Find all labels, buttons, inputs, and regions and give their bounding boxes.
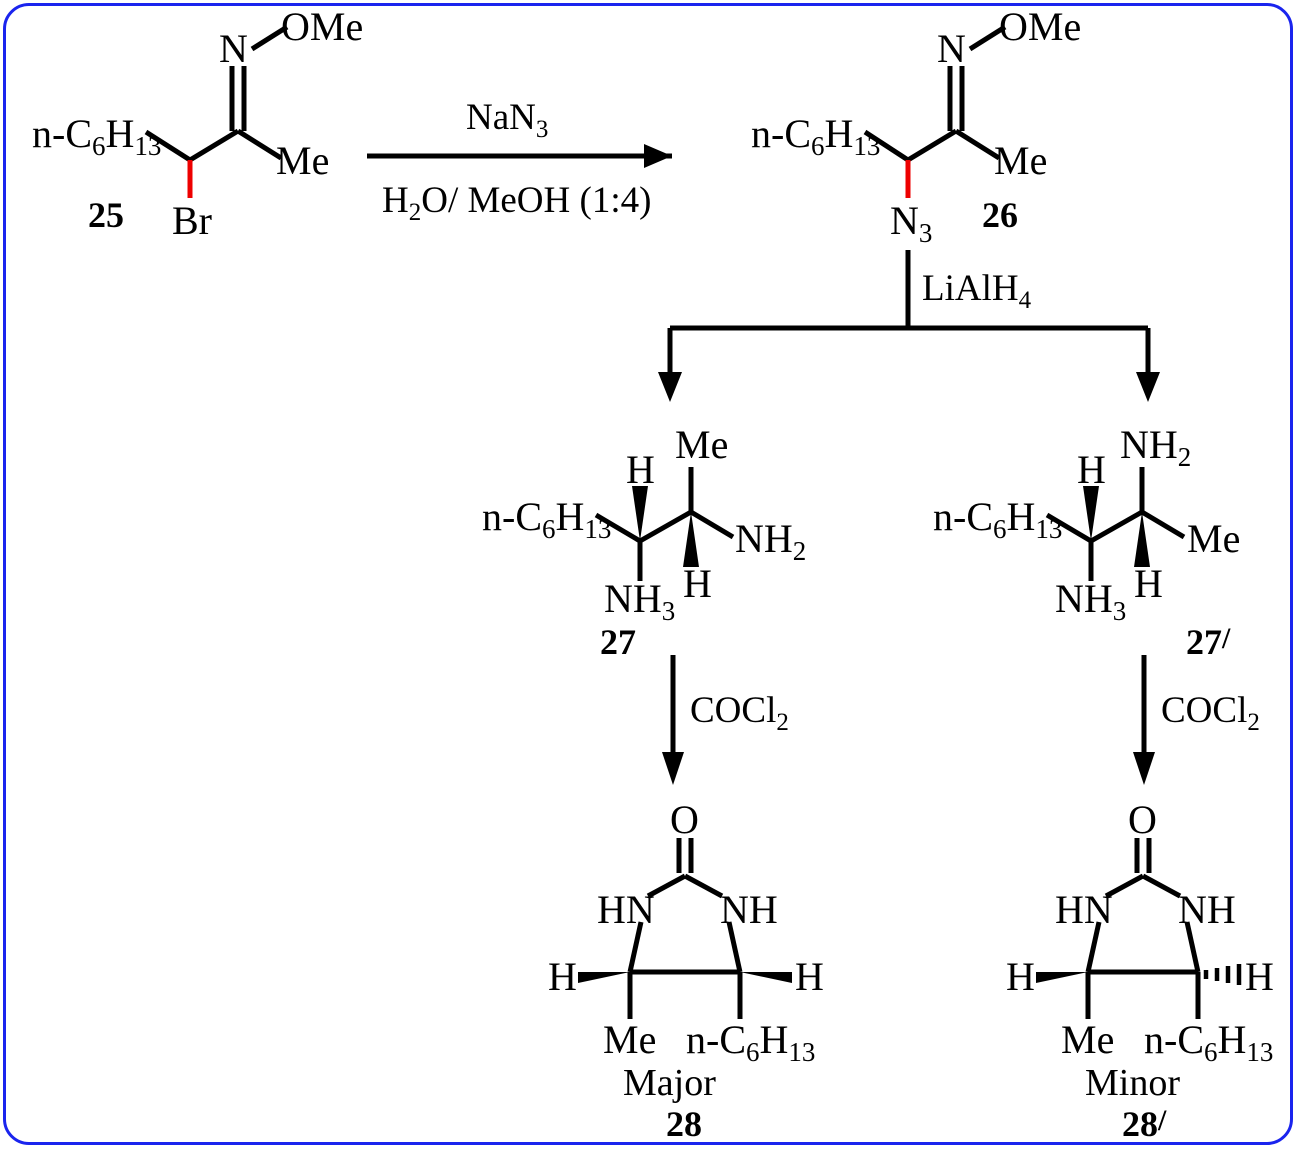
bond-c-nright-c28p [1141, 873, 1182, 899]
bond-nright-c5-c28 [726, 921, 743, 973]
compound-28-prime: O HN NH H H Me n-C6H13 Minor 28/ [1006, 797, 1274, 1144]
compound-28: O HN NH H H Me n-C6H13 Major 28 [548, 797, 824, 1144]
bond-chain-c26 [863, 129, 910, 163]
hash-h-right-c28p [1203, 964, 1242, 985]
wedge-h-left-c28 [578, 972, 630, 983]
label-h-left-c27p: H [1077, 447, 1106, 492]
label-h-left-c28: H [548, 954, 577, 999]
label-h-left-c28p: H [1006, 954, 1035, 999]
role-label-c28: Major [623, 1062, 716, 1104]
bond-c-me-c25 [236, 128, 283, 161]
condition-reagent-step3-right: COCl2 [1161, 690, 1260, 736]
label-me-c26: Me [994, 138, 1047, 183]
wedge-h-right-c27p [1134, 512, 1150, 567]
compound-26: n-C6H13 N OMe Me N3 26 [751, 4, 1081, 248]
wedge-h-right-c28 [740, 972, 792, 983]
label-h-right-c28p: H [1245, 954, 1274, 999]
label-hexyl-c27p: n-C6H13 [933, 494, 1062, 544]
label-me-c28: Me [603, 1017, 656, 1062]
reaction-arrow-step1: NaN3 H2O/ MeOH (1:4) [367, 97, 672, 226]
label-hexyl-c25: n-C6H13 [32, 111, 161, 161]
arrow-head-step1 [644, 144, 672, 168]
label-h-right-c27p: H [1134, 561, 1163, 606]
bond-c-nleft-c28 [646, 873, 687, 899]
bond-c2-me-c27p [1140, 509, 1186, 540]
bond-n-ome-c25 [250, 24, 289, 52]
compound-number-26: 26 [982, 195, 1018, 235]
bond-chain-c27p [1045, 512, 1093, 544]
condition-reagent-lialh4: LiAlH4 [922, 268, 1032, 314]
label-h-left-c27: H [626, 447, 655, 492]
bond-ch-c-c26 [906, 128, 958, 163]
bond-nleft-c4-c28p [1085, 921, 1102, 973]
condition-reagent-step1: NaN3 [466, 97, 548, 143]
label-carbonyl-o-c28p: O [1128, 797, 1157, 842]
branch-left-arrowhead [658, 372, 682, 402]
wedge-h-left-c28p [1036, 972, 1088, 983]
label-imine-n-c25: N [219, 26, 248, 71]
compound-27-prime: n-C6H13 H NH2 H Me NH3 27/ [933, 422, 1240, 662]
label-azide-c26: N3 [890, 198, 932, 248]
compound-25: n-C6H13 N OMe Me Br 25 [32, 4, 363, 243]
label-ome-c25: OMe [281, 4, 363, 49]
compound-27: n-C6H13 H Me H NH2 NH3 27 [482, 422, 806, 662]
arrow-head-step3-right [1133, 752, 1155, 785]
reaction-arrow-step3-left: COCl2 [662, 655, 789, 785]
condition-reagent-step3-left: COCl2 [690, 690, 789, 736]
bond-ch-c-c25 [188, 128, 240, 163]
compound-number-25: 25 [88, 195, 124, 235]
label-nh3-c27: NH3 [604, 576, 675, 626]
bond-c2-nh2-c27 [689, 509, 735, 540]
label-ome-c26: OMe [999, 4, 1081, 49]
compound-number-28-prime: 28/ [1122, 1104, 1167, 1144]
label-nh-right-c28p: NH [1178, 887, 1236, 932]
label-hn-left-c28: HN [597, 887, 655, 932]
label-h-right-c27: H [683, 561, 712, 606]
bond-chain-c25 [144, 129, 192, 163]
label-br-c25: Br [172, 198, 212, 243]
reaction-arrow-step3-right: COCl2 [1133, 655, 1260, 785]
label-hexyl-c28: n-C6H13 [686, 1017, 815, 1067]
label-nh3-c27p: NH3 [1055, 576, 1126, 626]
compound-number-27-prime: 27/ [1186, 622, 1231, 662]
label-nh-right-c28: NH [720, 887, 778, 932]
bond-chain-c27 [594, 512, 642, 544]
label-hexyl-c26: n-C6H13 [751, 111, 880, 161]
label-imine-n-c26: N [937, 26, 966, 71]
label-me-top-c27: Me [675, 422, 728, 467]
bond-c1-c2-c27p [1089, 509, 1144, 544]
label-hexyl-c27: n-C6H13 [482, 494, 611, 544]
wedge-h-left-c27 [632, 486, 648, 541]
bond-n-ome-c26 [968, 24, 1007, 52]
branching-arrow-lialh4: LiAlH4 [658, 250, 1160, 402]
bond-nright-c5-c28p [1184, 921, 1201, 973]
label-me-c27p: Me [1187, 516, 1240, 561]
label-hn-left-c28p: HN [1055, 887, 1113, 932]
wedge-h-left-c27p [1083, 486, 1099, 541]
branch-right-arrowhead [1136, 372, 1160, 402]
wedge-h-right-c27 [683, 512, 699, 567]
bond-c-me-c26 [954, 128, 1001, 161]
condition-solvent-step1: H2O/ MeOH (1:4) [382, 180, 651, 226]
label-me-c25: Me [276, 138, 329, 183]
label-nh2-c27: NH2 [735, 516, 806, 566]
arrow-head-step3-left [662, 752, 684, 785]
bond-nleft-c4-c28 [627, 921, 644, 973]
bond-c1-c2-c27 [638, 509, 693, 544]
label-carbonyl-o-c28: O [670, 797, 699, 842]
label-nh2-top-c27p: NH2 [1120, 422, 1191, 472]
bond-c-nleft-c28p [1104, 873, 1145, 899]
bond-c-nright-c28 [683, 873, 724, 899]
label-hexyl-c28p: n-C6H13 [1144, 1017, 1273, 1067]
compound-number-27: 27 [600, 622, 636, 662]
compound-number-28: 28 [666, 1104, 702, 1144]
label-me-c28p: Me [1061, 1017, 1114, 1062]
label-h-right-c28: H [795, 954, 824, 999]
role-label-c28p: Minor [1085, 1062, 1180, 1104]
